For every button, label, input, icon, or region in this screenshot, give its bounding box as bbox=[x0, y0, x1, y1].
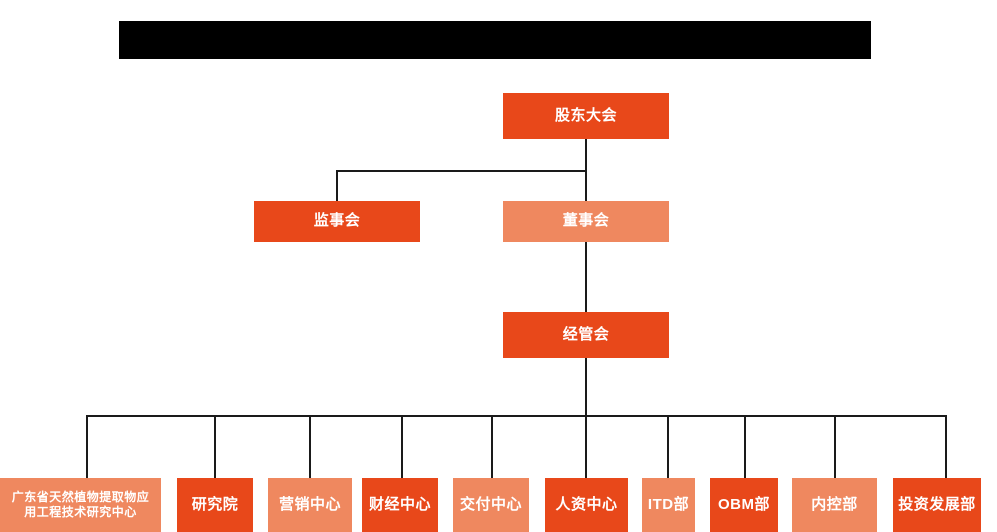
drop-line-delivery-center bbox=[491, 415, 493, 478]
node-investment-development-department[interactable]: 投资发展部 bbox=[893, 478, 981, 532]
node-label-board-of-supervisors: 监事会 bbox=[313, 212, 361, 230]
node-shareholders-meeting[interactable]: 股东大会 bbox=[503, 93, 669, 139]
node-obm-department[interactable]: OBM部 bbox=[710, 478, 778, 532]
node-label-research-center-guangdong-line1: 广东省天然植物提取物应 bbox=[11, 490, 150, 504]
drop-line-research-center-guangdong bbox=[86, 415, 88, 478]
node-research-institute[interactable]: 研究院 bbox=[177, 478, 253, 532]
connector-split-horizontal bbox=[336, 170, 587, 172]
node-label-investment-development-department: 投资发展部 bbox=[898, 495, 976, 513]
node-label-research-center-guangdong-line2: 用工程技术研究中心 bbox=[24, 505, 137, 519]
node-label-obm-department: OBM部 bbox=[718, 495, 770, 513]
drop-line-marketing-center bbox=[309, 415, 311, 478]
connector-to-supervisors bbox=[336, 170, 338, 201]
connector-to-directors bbox=[585, 170, 587, 201]
node-label-internal-control-department: 内控部 bbox=[811, 495, 858, 513]
drop-line-itd-department bbox=[667, 415, 669, 478]
node-itd-department[interactable]: ITD部 bbox=[642, 478, 695, 532]
node-label-hr-center: 人资中心 bbox=[555, 495, 618, 513]
node-hr-center[interactable]: 人资中心 bbox=[545, 478, 628, 532]
node-internal-control-department[interactable]: 内控部 bbox=[792, 478, 877, 532]
node-label-finance-center: 财经中心 bbox=[368, 495, 431, 513]
node-label-management-committee: 经管会 bbox=[562, 325, 610, 343]
node-research-center-guangdong[interactable]: 广东省天然植物提取物应 用工程技术研究中心 bbox=[0, 478, 161, 532]
node-label-itd-department: ITD部 bbox=[647, 495, 690, 513]
connector-department-bus bbox=[86, 415, 947, 417]
node-management-committee[interactable]: 经管会 bbox=[503, 312, 669, 358]
connector-management-to-bus bbox=[585, 358, 587, 416]
node-label-marketing-center: 营销中心 bbox=[278, 495, 341, 513]
drop-line-hr-center bbox=[585, 415, 587, 478]
drop-line-obm-department bbox=[744, 415, 746, 478]
node-board-of-directors[interactable]: 董事会 bbox=[503, 201, 669, 242]
node-label-shareholders-meeting: 股东大会 bbox=[554, 106, 617, 124]
node-finance-center[interactable]: 财经中心 bbox=[362, 478, 438, 532]
node-label-research-institute: 研究院 bbox=[191, 495, 239, 513]
node-marketing-center[interactable]: 营销中心 bbox=[268, 478, 352, 532]
connector-shareholders-to-split bbox=[585, 139, 587, 172]
drop-line-investment-development-department bbox=[945, 415, 947, 478]
redacted-title-bar bbox=[119, 21, 871, 59]
drop-line-research-institute bbox=[214, 415, 216, 478]
node-label-board-of-directors: 董事会 bbox=[562, 212, 610, 230]
drop-line-internal-control-department bbox=[834, 415, 836, 478]
drop-line-finance-center bbox=[401, 415, 403, 478]
connector-directors-to-management bbox=[585, 242, 587, 312]
node-label-delivery-center: 交付中心 bbox=[459, 495, 522, 513]
node-board-of-supervisors[interactable]: 监事会 bbox=[254, 201, 420, 242]
node-delivery-center[interactable]: 交付中心 bbox=[453, 478, 529, 532]
